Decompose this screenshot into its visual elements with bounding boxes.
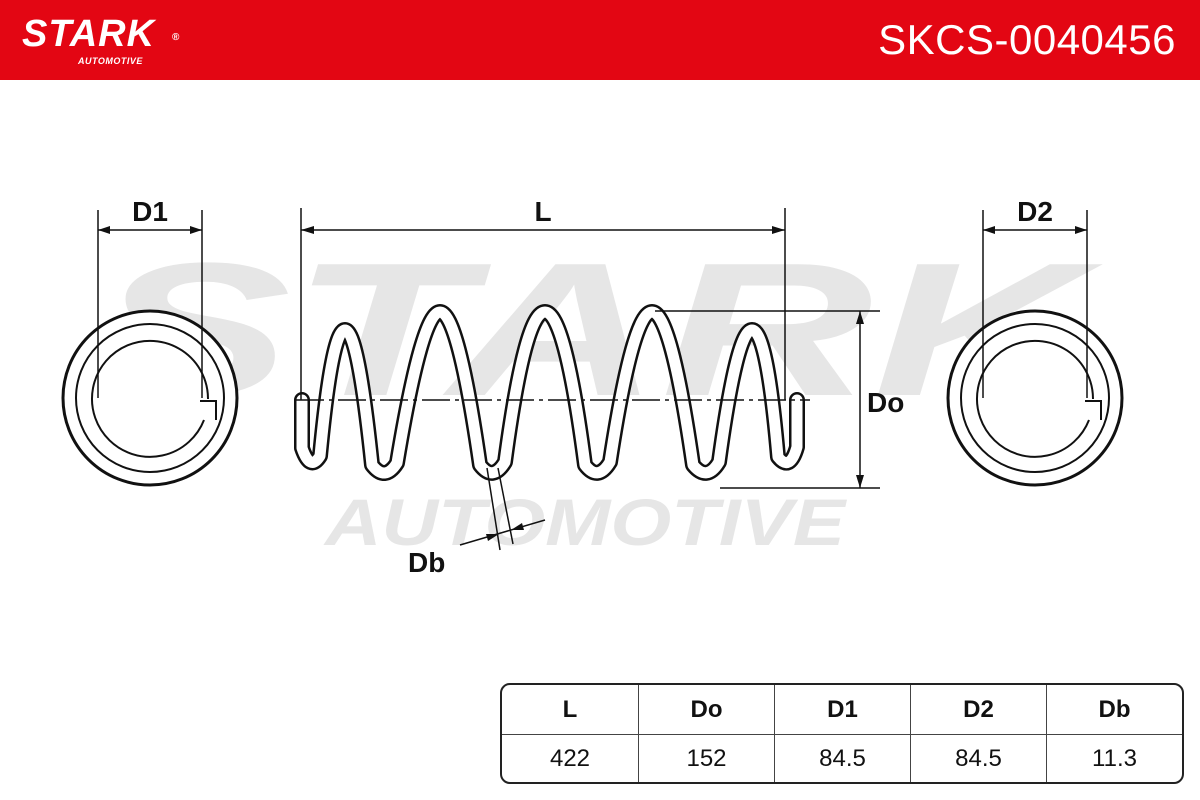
spring-technical-drawing: STARK AUTOMOTIVE D1 L Do D — [61, 196, 1124, 578]
d2-coil-tip — [1085, 400, 1102, 420]
spec-header-d1: D1 — [774, 685, 910, 735]
spec-value-d2: 84.5 — [910, 735, 1046, 782]
spec-header-db: Db — [1046, 685, 1182, 735]
d1-coil-outer — [61, 309, 239, 487]
d1-label: D1 — [132, 196, 168, 227]
l-label: L — [534, 196, 551, 227]
d2-coil-inner — [976, 339, 1094, 458]
db-arrow-left — [486, 534, 499, 541]
side-view-spring: L Do Db — [294, 196, 904, 578]
d1-coil-middle — [75, 323, 225, 473]
d1-coil-tip — [200, 400, 217, 420]
do-label: Do — [867, 387, 904, 418]
d1-arrow-left — [98, 226, 110, 234]
end-view-d1: D1 — [61, 196, 239, 487]
stark-logo: STARK ® AUTOMOTIVE — [22, 12, 192, 72]
do-arrow-bottom — [856, 475, 864, 488]
db-arrow-right — [511, 523, 524, 530]
spec-header-do: Do — [638, 685, 774, 735]
d2-arrow-right — [1075, 226, 1087, 234]
d2-coil-middle — [960, 323, 1110, 473]
logo-subtitle: AUTOMOTIVE — [78, 56, 143, 66]
d1-arrow-right — [190, 226, 202, 234]
spec-value-do: 152 — [638, 735, 774, 782]
l-arrow-left — [301, 226, 314, 234]
watermark-subtitle: AUTOMOTIVE — [323, 485, 848, 559]
spec-table: L Do D1 D2 Db 422 152 84.5 84.5 11.3 — [500, 683, 1184, 784]
db-leader-line — [459, 519, 546, 546]
d2-coil-outer — [946, 309, 1124, 487]
spec-header-l: L — [502, 685, 638, 735]
db-extension-left — [486, 467, 501, 551]
end-view-d2: D2 — [946, 196, 1124, 487]
logo-registered-mark: ® — [172, 32, 180, 43]
l-arrow-right — [772, 226, 785, 234]
header-bar: STARK ® AUTOMOTIVE SKCS-0040456 — [0, 0, 1200, 80]
d1-coil-inner — [91, 339, 209, 458]
d2-arrow-left — [983, 226, 995, 234]
spec-value-db: 11.3 — [1046, 735, 1182, 782]
spring-coil-fill — [296, 306, 803, 479]
spec-value-d1: 84.5 — [774, 735, 910, 782]
logo-brand: STARK — [22, 13, 156, 55]
d2-label: D2 — [1017, 196, 1053, 227]
spec-header-d2: D2 — [910, 685, 1046, 735]
spec-value-l: 422 — [549, 744, 591, 772]
do-arrow-top — [856, 311, 864, 324]
db-extension-right — [497, 467, 514, 545]
part-number: SKCS-0040456 — [878, 16, 1176, 63]
db-label: Db — [408, 547, 445, 578]
